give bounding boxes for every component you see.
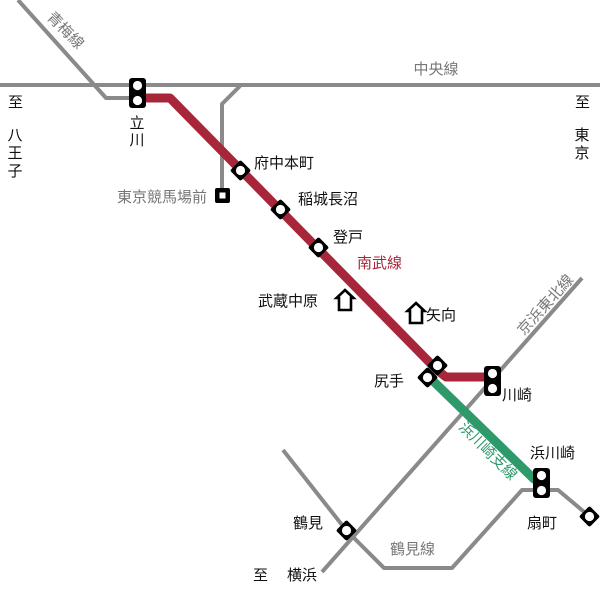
label-inagi-naganuma: 稲城長沼 <box>298 190 358 208</box>
nambu-line-label: 南武線 <box>357 254 402 272</box>
other-lines <box>0 0 600 574</box>
keibajo-branch-line <box>220 84 242 192</box>
label-musashi-nakahara: 武蔵中原 <box>258 292 318 310</box>
label-yako: 矢向 <box>426 306 456 324</box>
station-tachikawa[interactable] <box>129 78 146 108</box>
direction-hachioji: 八王子 <box>7 126 22 180</box>
to-word-east: 至 <box>575 93 590 111</box>
to-word-south: 至 <box>253 566 268 584</box>
tsurumi-line <box>281 448 591 570</box>
label-ogimachi: 扇町 <box>527 514 557 532</box>
tsurumi-line-label: 鶴見線 <box>390 540 435 558</box>
nambu-line <box>137 93 492 382</box>
chuo-line-label: 中央線 <box>413 60 458 78</box>
station-ogimachi[interactable] <box>579 506 600 527</box>
label-tsurumi: 鶴見 <box>293 514 323 532</box>
label-kawasaki: 川崎 <box>502 386 532 404</box>
ome-line-label: 青梅線 <box>43 8 88 53</box>
label-tachikawa: 立川 <box>129 114 144 149</box>
keihin-tohoku-line-label: 京浜東北線 <box>514 271 578 339</box>
station-noborito[interactable] <box>308 237 329 258</box>
label-shitte: 尻手 <box>374 372 404 390</box>
station-hama-kawasaki[interactable] <box>533 468 550 498</box>
direction-tokyo: 東京 <box>574 126 589 162</box>
house-icon <box>333 288 357 312</box>
label-tokyo-keibajo-mae: 東京競馬場前 <box>117 188 207 206</box>
label-fuchu-hommachi: 府中本町 <box>254 154 314 172</box>
keihin-tohoku-line <box>320 276 584 574</box>
station-musashi-nakahara[interactable] <box>333 288 357 312</box>
direction-yokohama: 横浜 <box>287 566 317 584</box>
station-kawasaki[interactable] <box>484 366 501 396</box>
station-tsurumi[interactable] <box>336 520 357 541</box>
house-icon <box>404 301 428 325</box>
ome-line <box>16 0 138 100</box>
station-shitte[interactable] <box>417 355 448 388</box>
station-yako[interactable] <box>404 301 428 325</box>
station-fuchu-hommachi[interactable] <box>230 160 251 181</box>
label-noborito: 登戸 <box>333 228 363 246</box>
station-inagi-naganuma[interactable] <box>270 199 291 220</box>
to-word-west: 至 <box>8 93 23 111</box>
station-tokyo-keibajo-mae[interactable] <box>215 188 230 203</box>
label-hama-kawasaki: 浜川崎 <box>530 444 575 462</box>
